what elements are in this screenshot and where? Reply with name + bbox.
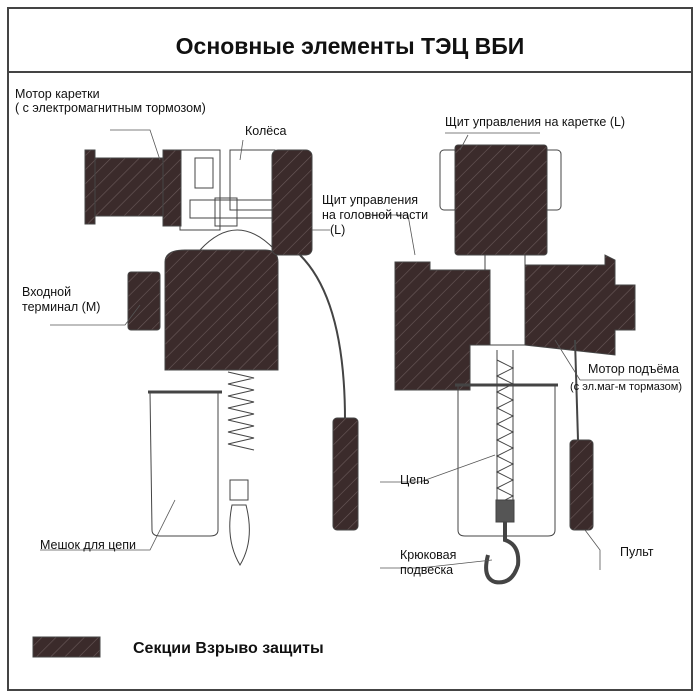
label-head-panel: Щит управления	[322, 193, 419, 207]
label-input-terminal-2: терминал (M)	[22, 300, 101, 314]
hook	[484, 522, 521, 585]
page-title: Основные элементы ТЭЦ ВБИ	[175, 33, 525, 59]
hoist-body-right	[394, 261, 491, 391]
label-head-panel-2: на головной части	[322, 208, 429, 222]
trolley-control-panel	[454, 144, 548, 256]
chain-bag-right	[457, 384, 556, 537]
label-hoist-motor: Мотор подъёма	[588, 362, 679, 376]
hook-side	[229, 504, 250, 566]
label-chain-bag: Мешок для цепи	[40, 538, 136, 552]
label-hoist-motor-brake: (с эл.маг-м тормазом)	[570, 381, 683, 393]
input-terminal	[127, 271, 161, 331]
pendant	[332, 417, 359, 531]
chain-link	[496, 350, 514, 520]
legend-swatch	[32, 636, 101, 658]
leader-lines	[40, 129, 680, 570]
label-chain: Цепь	[400, 473, 430, 487]
pendant-right	[569, 439, 594, 531]
label-trolley-panel: Щит управления на каретке (L)	[445, 115, 626, 129]
label-input-terminal: Входной	[22, 285, 72, 299]
hoist-motor	[524, 254, 636, 356]
legend-label: Секции Взрыво защиты	[133, 640, 324, 657]
label-wheels: Колёса	[245, 124, 287, 138]
pendant-cable	[299, 254, 346, 421]
pendant-cable-right	[574, 339, 579, 441]
head-control-panel	[271, 149, 313, 256]
outer-border	[7, 7, 693, 691]
chain-bag	[149, 391, 219, 537]
label-trolley-motor: Мотор каретки	[15, 87, 100, 101]
left-view	[84, 149, 359, 566]
label-hook-2: подвеска	[400, 563, 454, 577]
spring	[227, 371, 255, 451]
trolley-motor	[94, 157, 166, 217]
right-view	[394, 144, 636, 585]
label-pendant: Пульт	[620, 545, 654, 559]
hanger	[199, 229, 276, 251]
label-trolley-motor-brake: ( с электромагнитным тормозом)	[15, 101, 206, 115]
label-hook: Крюковая	[400, 548, 457, 562]
label-head-panel-3: (L)	[330, 223, 346, 237]
hoist-body	[164, 249, 279, 371]
